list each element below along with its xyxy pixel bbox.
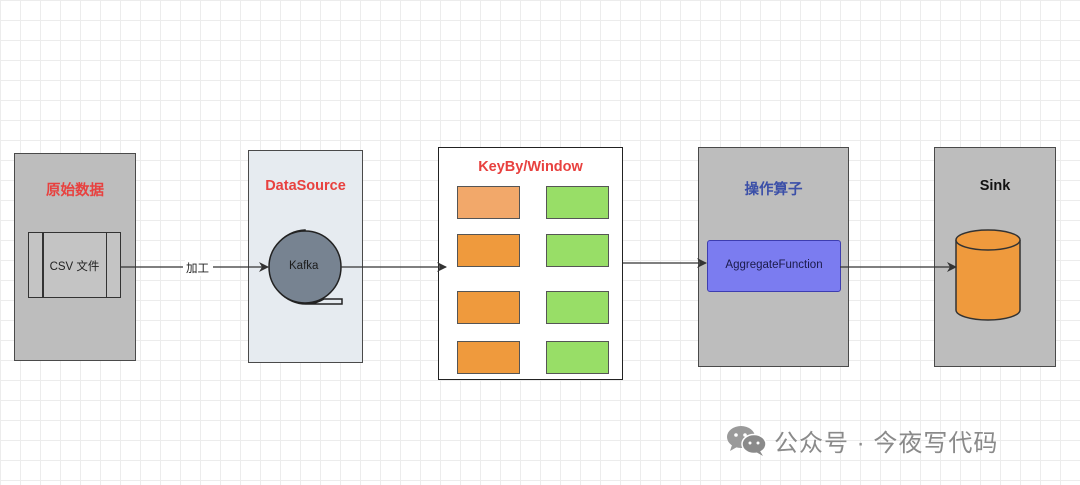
kafka-text: Kafka	[289, 260, 319, 272]
window-tile[interactable]	[546, 341, 609, 374]
raw-data-panel: 原始数据 CSV 文件	[14, 153, 136, 361]
data-source-title: DataSource	[265, 178, 346, 194]
window-tile[interactable]	[457, 341, 520, 374]
watermark: 公众号 · 今夜写代码	[724, 420, 998, 460]
raw-data-title: 原始数据	[46, 183, 104, 199]
operator-panel: 操作算子 AggregateFunction	[698, 147, 849, 367]
window-tile[interactable]	[457, 291, 520, 324]
csv-file-label: CSV 文件	[49, 261, 100, 273]
window-tile[interactable]	[546, 291, 609, 324]
window-tile[interactable]	[546, 186, 609, 219]
mysql-database-icon[interactable]	[955, 229, 1021, 321]
aggregate-function-node[interactable]: AggregateFunction	[707, 240, 841, 292]
wechat-icon	[727, 426, 767, 456]
sink-title: Sink	[979, 178, 1011, 194]
operator-title: 操作算子	[744, 182, 803, 198]
keyby-window-title: KeyBy/Window	[478, 159, 583, 175]
window-tile[interactable]	[457, 234, 520, 267]
csv-file-node[interactable]: CSV 文件	[28, 232, 121, 298]
window-tile[interactable]	[457, 186, 520, 219]
process-edge-label: 加工	[185, 260, 210, 276]
window-tile[interactable]	[546, 234, 609, 267]
aggregate-function-label: AggregateFunction	[725, 259, 823, 271]
data-source-panel: DataSource Kafka	[248, 150, 363, 363]
watermark-text: 公众号 · 今夜写代码	[774, 429, 999, 457]
